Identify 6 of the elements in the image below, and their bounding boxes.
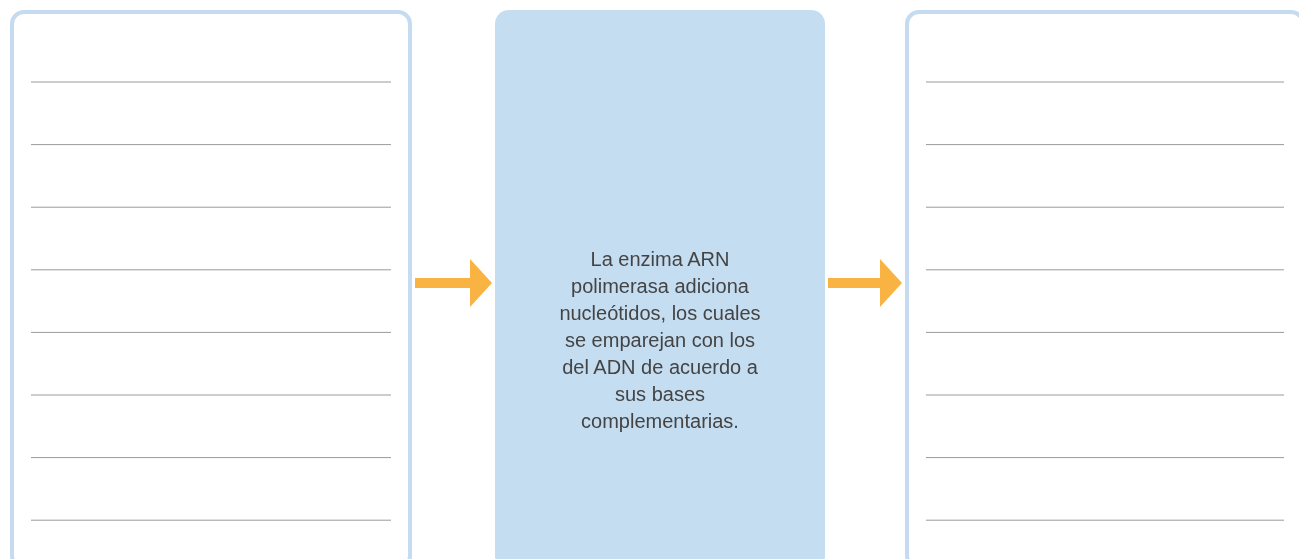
answer-box bbox=[10, 10, 412, 559]
arrow bbox=[828, 259, 902, 307]
answer-box bbox=[905, 10, 1299, 559]
description-text: La enzima ARN polimerasa adiciona nucleótidos, los cuales se emparejan con los del ADN de acuerdo a sus bases complementarias. bbox=[558, 247, 762, 434]
arrow bbox=[415, 259, 492, 307]
process-box bbox=[495, 10, 825, 559]
